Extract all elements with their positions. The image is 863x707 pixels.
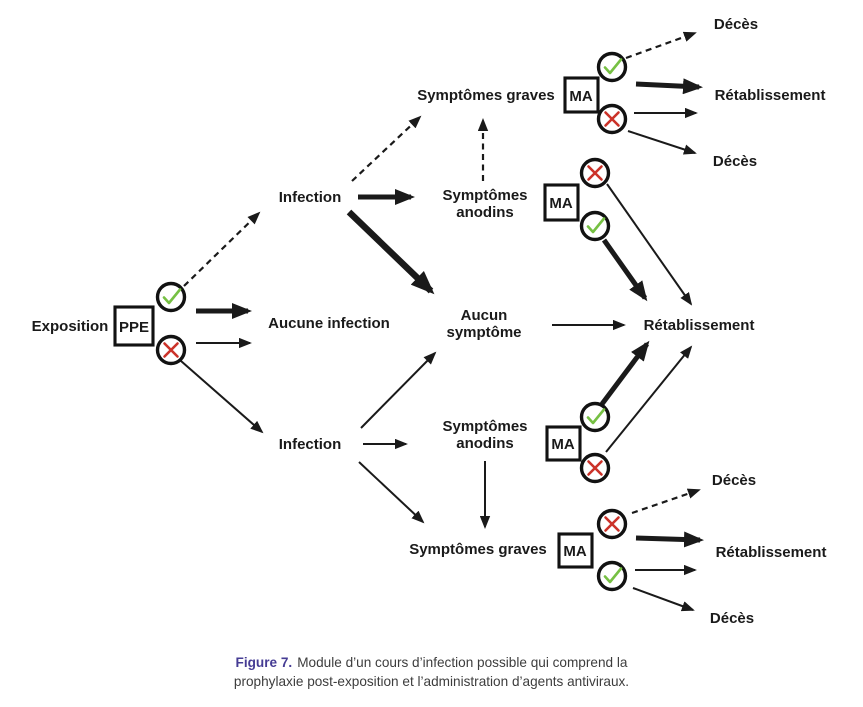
node-symptomes-anodins-bottom-line1: Symptômes bbox=[442, 418, 527, 435]
edge-ma-midtop-yes-to-retablissement-mid bbox=[601, 238, 648, 302]
check-icon bbox=[579, 401, 611, 433]
node-symptomes-anodins-top-line2: anodins bbox=[456, 204, 514, 221]
cross-icon bbox=[596, 103, 628, 135]
edge-ma-midbottom-no-to-retablissement-mid bbox=[605, 345, 693, 453]
node-exposition: Exposition bbox=[32, 318, 109, 335]
ma-box-midbottom-label: MA bbox=[551, 436, 574, 453]
ma-box-top: MA bbox=[563, 76, 600, 114]
check-icon bbox=[596, 560, 628, 592]
edge-infection-bottom-to-aucun-symptome bbox=[360, 351, 437, 429]
ma-box-top-label: MA bbox=[569, 88, 592, 105]
edge-infection-top-to-aucun-symptome bbox=[346, 209, 435, 295]
edge-infection-bottom-to-symptomes-graves bbox=[358, 461, 425, 524]
edge-ma-top-yes-to-retablissement bbox=[635, 78, 703, 95]
ma-box-midbottom: MA bbox=[545, 425, 582, 462]
edge-ppe-yes-to-infection-top bbox=[183, 211, 261, 287]
node-deces-top-2: Décès bbox=[713, 153, 757, 170]
node-symptomes-graves-bottom: Symptômes graves bbox=[409, 541, 547, 558]
node-retablissement-mid: Rétablissement bbox=[644, 317, 755, 334]
caption-figure-label: Figure 7. bbox=[235, 655, 293, 670]
cross-icon bbox=[596, 508, 628, 540]
edge-infection-top-to-symptomes-graves bbox=[351, 115, 422, 182]
edge-ma-midtop-no-to-retablissement-mid bbox=[606, 183, 693, 306]
node-infection-top: Infection bbox=[279, 189, 342, 206]
ma-box-midtop: MA bbox=[543, 183, 580, 222]
edge-ma-bottom-no-to-deces bbox=[631, 488, 701, 515]
cross-icon bbox=[579, 157, 611, 189]
check-icon bbox=[596, 51, 628, 83]
check-icon bbox=[579, 210, 611, 242]
node-infection-bottom: Infection bbox=[279, 436, 342, 453]
ma-box-bottom-label: MA bbox=[563, 543, 586, 560]
node-aucun-symptome-line1: Aucun bbox=[461, 307, 508, 324]
caption-text-line1: Module d’un cours d’infection possible q… bbox=[297, 655, 628, 670]
node-deces-bottom-1: Décès bbox=[712, 472, 756, 489]
edge-ma-bottom-no-to-retablissement bbox=[635, 531, 704, 548]
node-symptomes-anodins-top-line1: Symptômes bbox=[442, 187, 527, 204]
edge-ma-top-yes-to-deces bbox=[625, 31, 697, 60]
edge-ma-bottom-yes-to-deces bbox=[632, 587, 695, 612]
edge-ppe-no-to-infection-bottom bbox=[180, 360, 264, 434]
ppe-box: PPE bbox=[113, 305, 155, 347]
node-symptomes-anodins-bottom-line2: anodins bbox=[456, 435, 514, 452]
node-aucune-infection: Aucune infection bbox=[268, 315, 390, 332]
caption-line-1: Figure 7. Module d’un cours d’infection p… bbox=[0, 653, 863, 672]
edge-ma-midbottom-yes-to-retablissement-mid bbox=[600, 340, 650, 406]
node-deces-top-1: Décès bbox=[714, 16, 758, 33]
cross-icon bbox=[155, 334, 187, 366]
node-symptomes-graves-top: Symptômes graves bbox=[417, 87, 555, 104]
ma-box-bottom: MA bbox=[557, 532, 594, 569]
check-icon bbox=[155, 281, 187, 313]
edges bbox=[180, 31, 704, 612]
caption-line-2: prophylaxie post-exposition et l’adminis… bbox=[233, 674, 630, 689]
node-aucun-symptome-line2: symptôme bbox=[446, 324, 521, 341]
ma-box-midtop-label: MA bbox=[549, 195, 572, 212]
figure-caption: Figure 7. Module d’un cours d’infection p… bbox=[0, 653, 863, 691]
cross-icon bbox=[579, 452, 611, 484]
node-retablissement-bottom: Rétablissement bbox=[716, 544, 827, 561]
ppe-box-label: PPE bbox=[119, 319, 149, 336]
edge-ma-top-no-to-deces bbox=[627, 130, 697, 155]
node-deces-bottom-2: Décès bbox=[710, 610, 754, 627]
node-retablissement-top: Rétablissement bbox=[715, 87, 826, 104]
decision-tree-diagram: PPE MA MA MA MA bbox=[32, 16, 827, 627]
